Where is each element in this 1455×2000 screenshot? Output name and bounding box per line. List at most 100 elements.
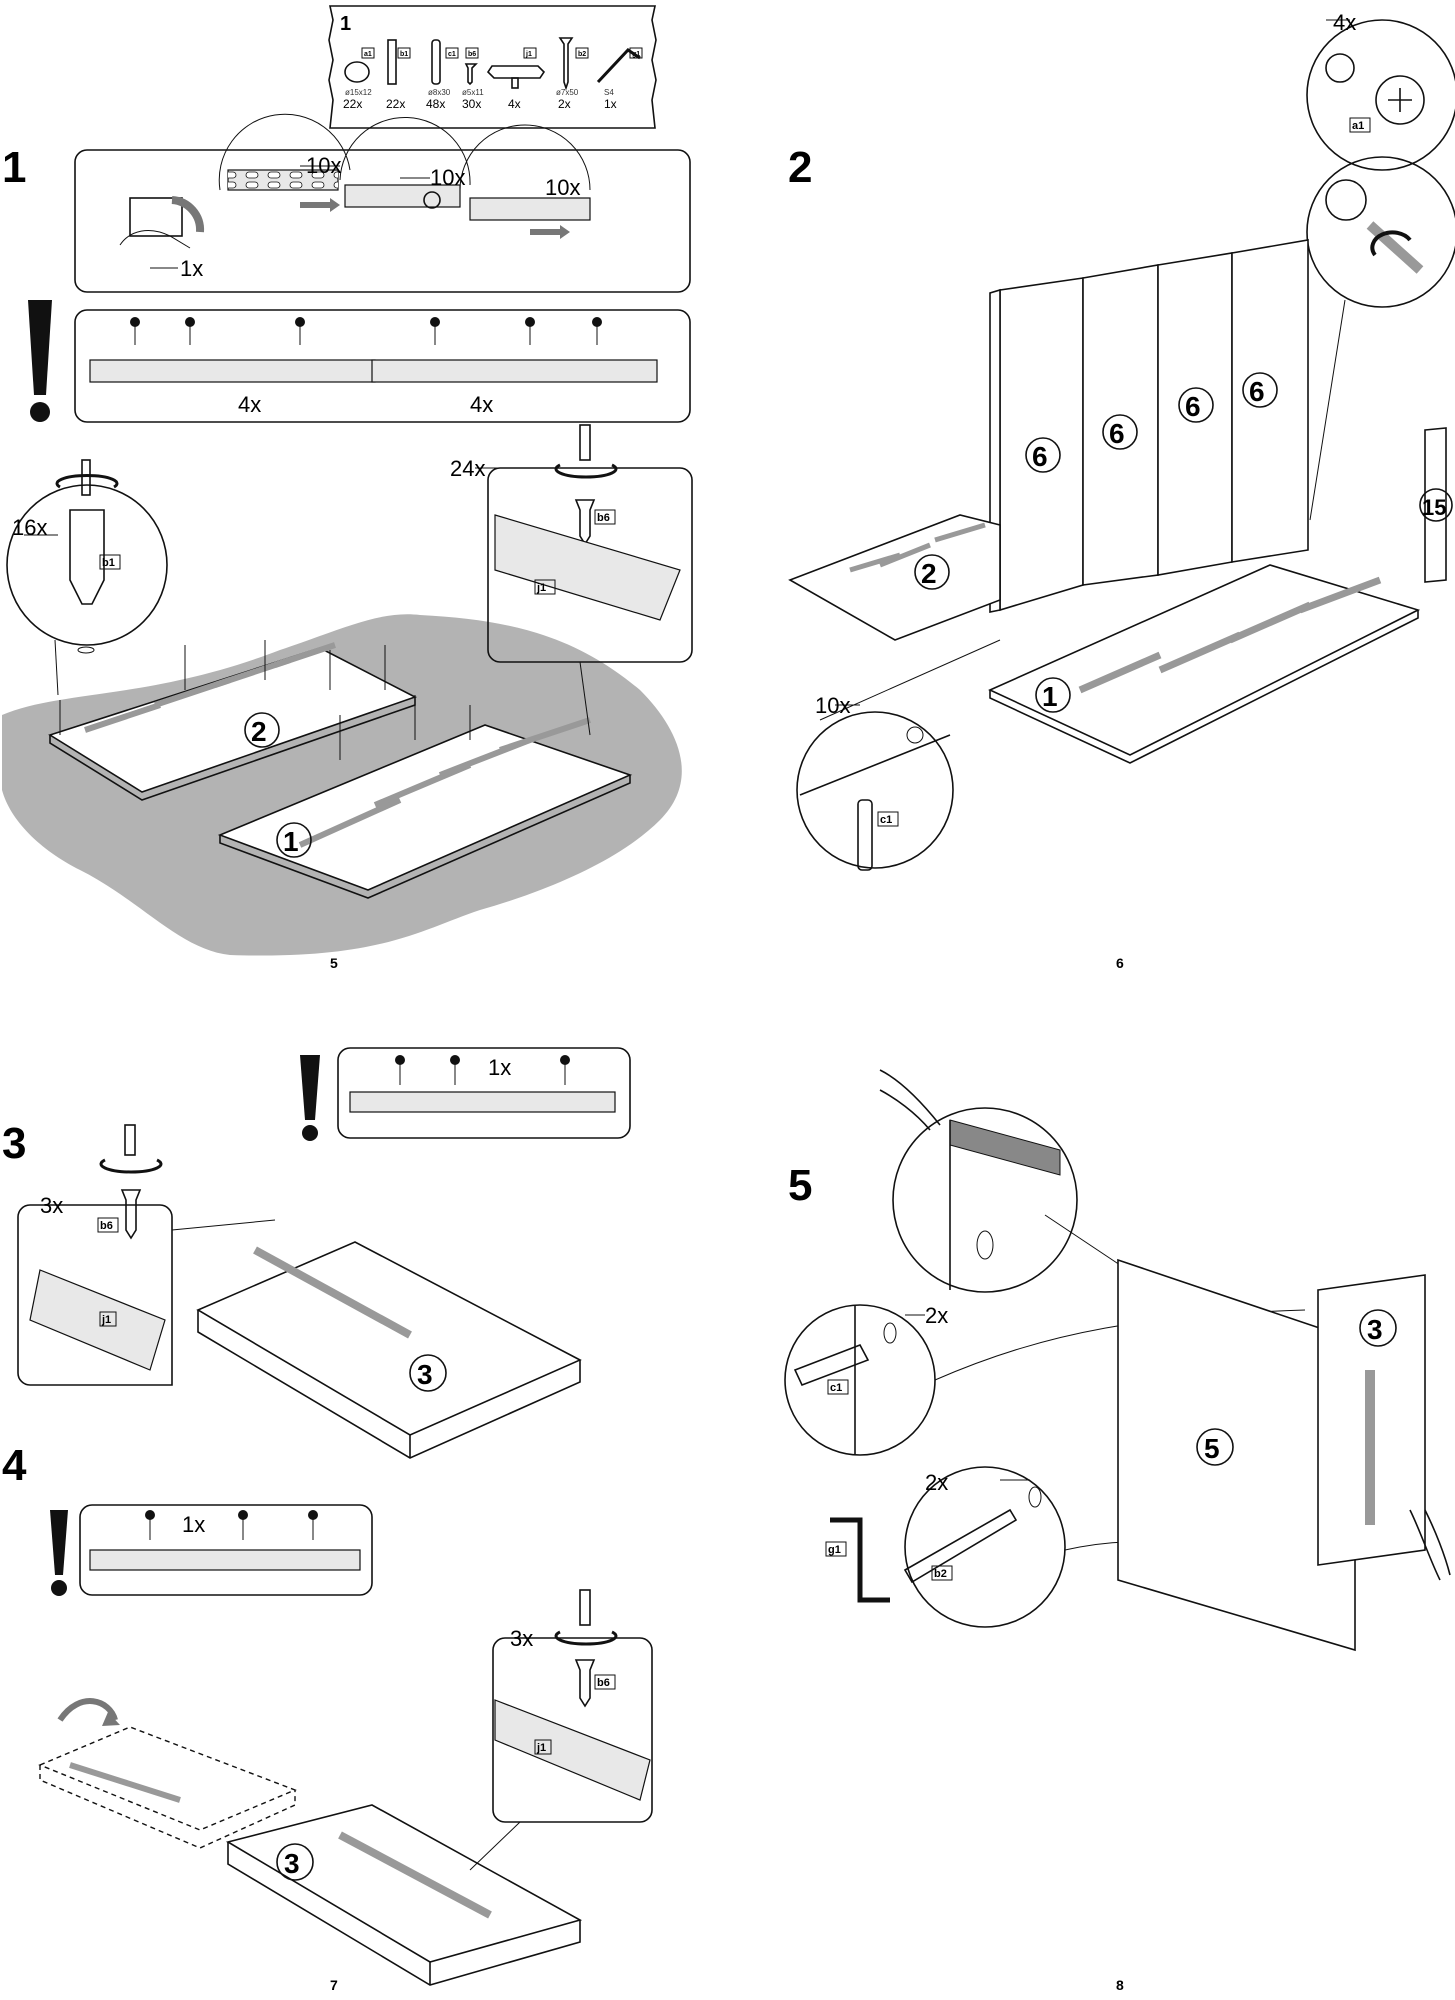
slide-assembly-box: 10x 10x 10x 1x (74, 113, 691, 293)
page-number-6: 6 (1116, 955, 1124, 971)
dowel-count-right: 10x (815, 693, 850, 718)
panel-2-label: 2 (251, 716, 267, 747)
svg-text:2x: 2x (558, 97, 571, 111)
svg-text:22x: 22x (343, 97, 362, 111)
page-7: 3 1x b6 j1 3x (2, 1047, 653, 1993)
back-panel-label-4: 6 (1249, 376, 1265, 407)
panel-2-right: 2 (788, 514, 1001, 641)
dowel-part-code: b1 (102, 557, 115, 569)
flipped-board (38, 1698, 297, 1849)
screw-count-step5: 2x (925, 1470, 948, 1495)
side-piece-label: 15 (1422, 495, 1446, 520)
screw-count-step3: 3x (40, 1193, 63, 1218)
part-g1: g1 S4 1x (596, 47, 643, 111)
svg-text:a1: a1 (364, 51, 372, 58)
warning-count-step4: 1x (182, 1512, 205, 1537)
warning-count-step3: 1x (488, 1055, 511, 1080)
warning-count-left: 4x (238, 392, 261, 417)
svg-text:j1: j1 (525, 51, 532, 58)
part-j1: j1 4x (486, 47, 546, 111)
step-1-number: 1 (2, 143, 26, 192)
panel-3-right: 3 (1317, 1274, 1451, 1581)
back-panel-label-1: 6 (1032, 441, 1048, 472)
dowel-detail-right: 10x c1 (796, 639, 1001, 871)
panel-5: 5 (1117, 1258, 1356, 1652)
dowel-part-step5: c1 (830, 1382, 842, 1394)
slide-count-4: 1x (180, 256, 203, 281)
svg-text:b6: b6 (468, 51, 476, 58)
tool-part-step5: g1 (828, 1544, 841, 1556)
svg-text:b2: b2 (578, 51, 586, 58)
part-c1: c1 ø8x30 48x (426, 39, 459, 111)
svg-text:48x: 48x (426, 97, 445, 111)
svg-text:30x: 30x (462, 97, 481, 111)
dowel-count-step5: 2x (925, 1303, 948, 1328)
screw-detail-step3: b6 j1 3x (17, 1124, 276, 1386)
parts-box: 1 a1 ø15x12 22x b1 22x c1 ø8x30 (328, 5, 657, 129)
step-2-number: 2 (788, 143, 812, 192)
side-piece-15: 15 (1419, 427, 1453, 583)
panel-3-lower: 3 (225, 1804, 583, 1986)
rail-part-step3: j1 (101, 1314, 111, 1326)
screw-count: 24x (450, 456, 485, 481)
standing-bolts (59, 640, 471, 760)
part-b1: b1 22x (386, 39, 411, 111)
step-4-number: 4 (2, 1441, 27, 1490)
slide-count-2: 10x (430, 165, 465, 190)
edge-detail (879, 1069, 1121, 1293)
dowel-part-right: c1 (880, 814, 892, 826)
panel-1-right: 1 (988, 564, 1421, 764)
part-a1: a1 ø15x12 22x (343, 47, 375, 111)
panel-3-right-label: 3 (1367, 1314, 1383, 1345)
warning-box-step3: 1x (300, 1047, 631, 1141)
svg-text:ø7x50: ø7x50 (556, 88, 579, 97)
back-panels: 6 6 6 6 (989, 239, 1309, 613)
rail-part-code: j1 (536, 582, 546, 594)
panel-2-right-label: 2 (921, 558, 937, 589)
rail-part-step4: j1 (536, 1742, 546, 1754)
cam-detail: 4x a1 (1306, 10, 1455, 521)
cam-count: 4x (1333, 10, 1356, 35)
back-panel-label-3: 6 (1185, 391, 1201, 422)
screw-part-step4: b6 (597, 1677, 610, 1689)
page-5: 1 a1 ø15x12 22x b1 22x c1 ø8x30 (2, 5, 693, 971)
warning-box: 4x 4x (28, 300, 691, 423)
screw-detail: b6 j1 24x (450, 424, 693, 736)
panel-3: 3 (196, 1241, 582, 1459)
cam-part-code: a1 (1352, 120, 1364, 132)
screw-part-step3: b6 (100, 1220, 113, 1232)
svg-text:4x: 4x (508, 97, 521, 111)
back-panel-label-2: 6 (1109, 418, 1125, 449)
panel-1-right-label: 1 (1042, 681, 1058, 712)
screw-detail-step4: b6 j1 3x (469, 1589, 653, 1871)
slide-count-1: 10x (306, 153, 341, 178)
svg-text:ø8x30: ø8x30 (428, 88, 451, 97)
svg-text:ø15x12: ø15x12 (345, 88, 372, 97)
svg-text:b1: b1 (400, 51, 408, 58)
svg-text:S4: S4 (604, 88, 614, 97)
panel-1-label: 1 (283, 826, 299, 857)
page-number-7: 7 (330, 1977, 338, 1993)
parts-step-number: 1 (340, 13, 351, 35)
warning-box-step4: 1x (50, 1504, 373, 1596)
page-8: 5 c1 2x 2x (784, 1069, 1451, 1993)
warning-count-right: 4x (470, 392, 493, 417)
screw-count-step4: 3x (510, 1626, 533, 1651)
panel-3-lower-label: 3 (284, 1848, 300, 1879)
slide-count-3: 10x (545, 175, 580, 200)
svg-text:c1: c1 (448, 51, 456, 58)
step-3-number: 3 (2, 1119, 26, 1168)
dowel-count: 16x (12, 515, 47, 540)
svg-text:ø5x11: ø5x11 (462, 88, 484, 97)
panel-1: 1 (217, 717, 633, 899)
screw-part-step5: b2 (934, 1568, 947, 1580)
svg-text:22x: 22x (386, 97, 405, 111)
page-number-5: 5 (330, 955, 338, 971)
dowel-detail: 16x b1 (6, 459, 168, 696)
panel-3-label: 3 (417, 1359, 433, 1390)
svg-text:1x: 1x (604, 97, 617, 111)
page-number-8: 8 (1116, 1977, 1124, 1993)
screw-part-code: b6 (597, 512, 610, 524)
step-5-number: 5 (788, 1161, 812, 1210)
